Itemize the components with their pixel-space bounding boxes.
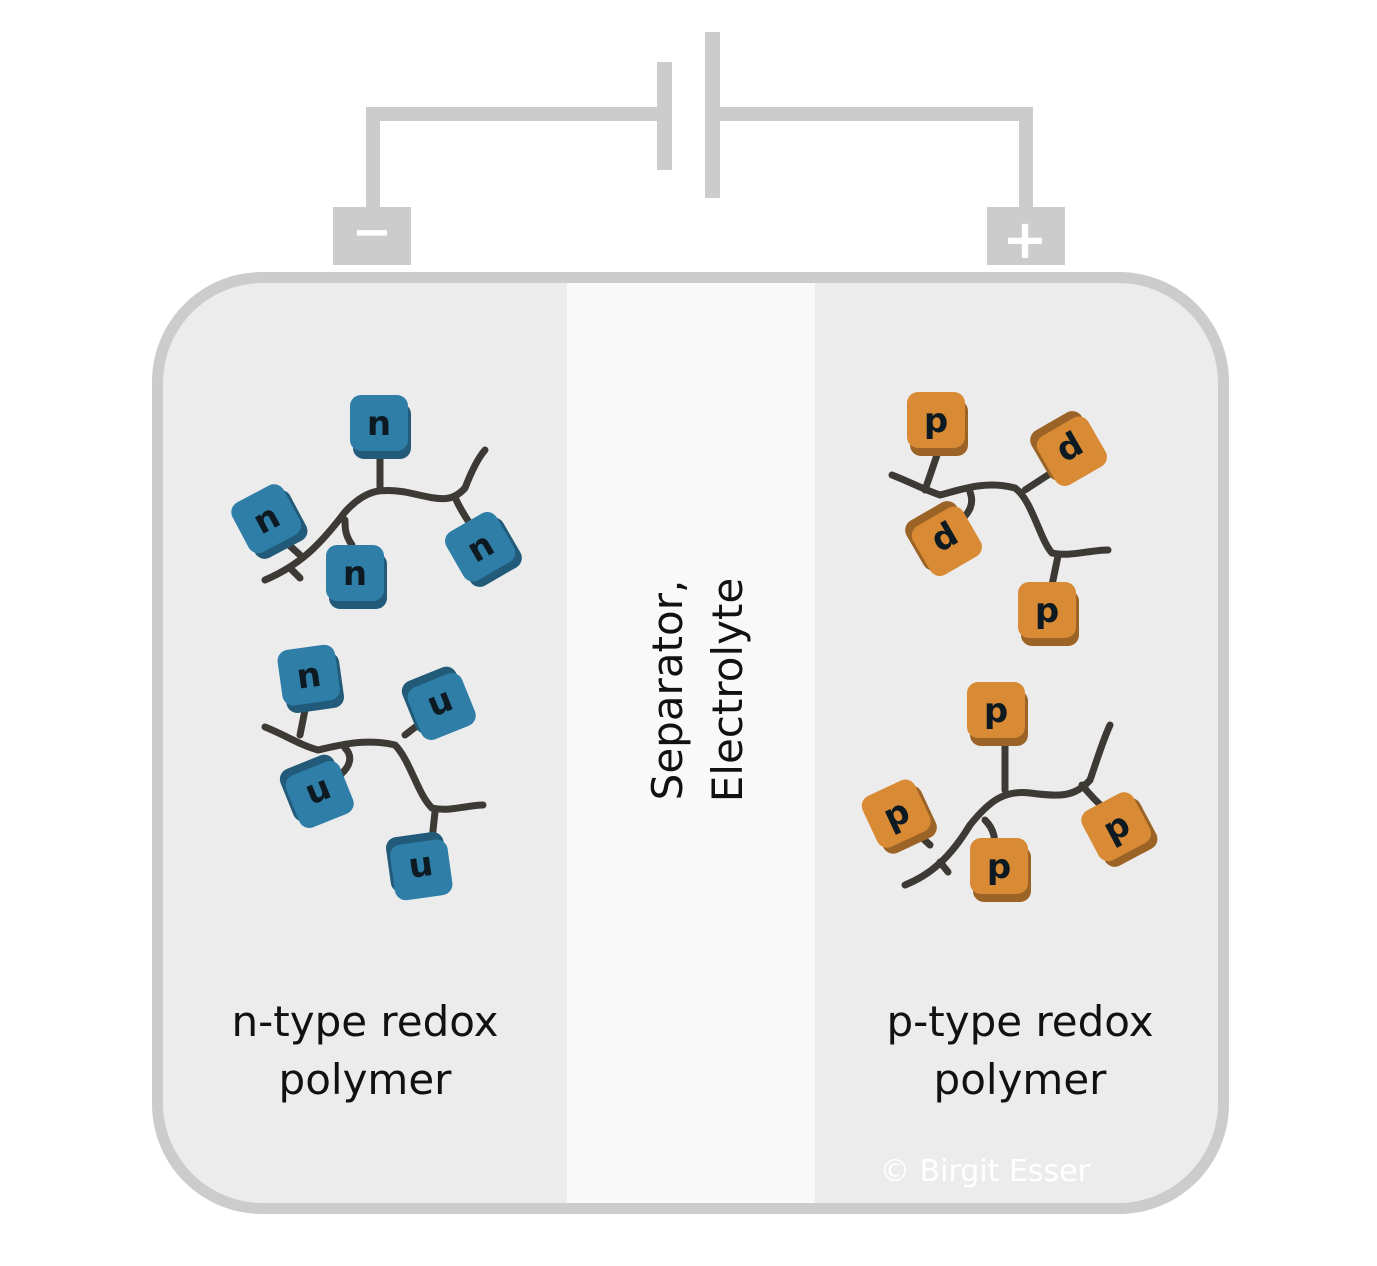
n-type-label-line1: n-type redox <box>231 997 498 1046</box>
separator-compartment <box>567 283 815 1203</box>
tile-letter: p <box>924 401 948 441</box>
p-type-polymer-1 <box>888 451 1112 589</box>
copyright-notice: © Birgit Esser <box>880 1154 1091 1189</box>
n-type-label-line2: polymer <box>279 1055 453 1104</box>
n-redox-unit-tile: n <box>326 545 387 609</box>
tile-letter: n <box>406 847 436 890</box>
n-redox-unit-tile: n <box>277 644 345 714</box>
tile-letter: p <box>987 847 1011 887</box>
p-redox-unit-tile: p <box>970 838 1031 902</box>
battery-symbol-icon <box>657 32 720 198</box>
positive-sign: + <box>1002 208 1047 271</box>
p-redox-unit-tile: p <box>1081 792 1158 867</box>
n-redox-unit-tile: n <box>385 831 453 901</box>
n-type-polymer-2 <box>261 696 487 844</box>
negative-terminal: − <box>333 204 411 265</box>
p-redox-unit-tile: p <box>967 682 1028 746</box>
tile-letter: n <box>367 404 391 444</box>
n-redox-unit-tile: n <box>231 484 308 559</box>
p-type-label-line1: p-type redox <box>886 997 1153 1046</box>
n-redox-unit-tile: n <box>445 512 522 587</box>
n-redox-unit-tile: n <box>401 666 476 740</box>
tile-letter: p <box>984 691 1008 731</box>
p-redox-unit-tile: p <box>907 392 968 456</box>
separator-label-line1: Separator, <box>643 580 692 801</box>
p-redox-unit-tile: p <box>905 501 982 576</box>
p-redox-unit-tile: p <box>1030 411 1107 486</box>
n-redox-unit-tile: n <box>350 395 411 459</box>
separator-label-line2: Electrolyte <box>703 578 752 802</box>
n-redox-unit-tile: n <box>279 754 354 828</box>
tile-letter: p <box>1035 591 1059 631</box>
p-type-label-line2: polymer <box>934 1055 1108 1104</box>
p-redox-unit-tile: p <box>861 779 937 854</box>
p-redox-unit-tile: p <box>1018 582 1079 646</box>
tile-letter: n <box>343 554 367 594</box>
circuit-wire <box>366 107 1033 212</box>
positive-terminal: + <box>987 207 1065 271</box>
negative-sign: − <box>352 204 392 260</box>
tile-letter: n <box>294 655 324 698</box>
